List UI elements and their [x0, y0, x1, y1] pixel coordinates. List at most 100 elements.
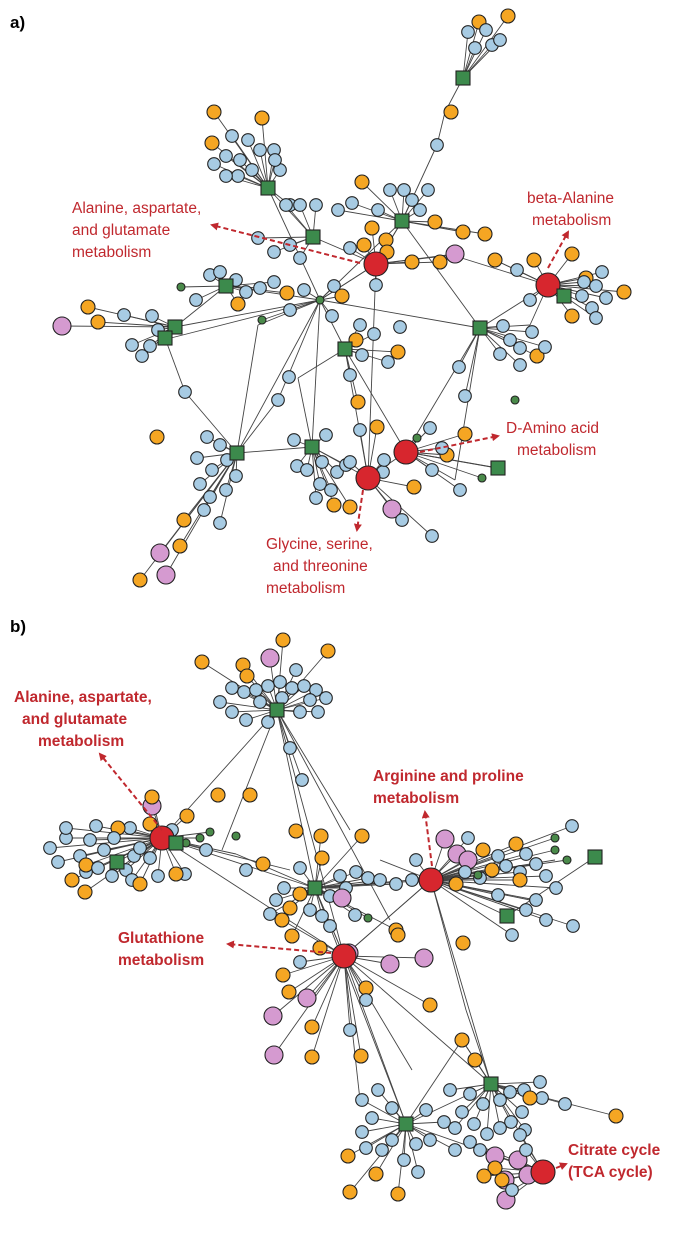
gene-node — [323, 919, 337, 933]
gene-node — [523, 293, 537, 307]
disease-node — [264, 1045, 284, 1065]
metabolite-node — [132, 572, 148, 588]
gene-node — [525, 325, 539, 339]
gene-node — [519, 903, 533, 917]
gene-node — [549, 881, 563, 895]
gene-node — [267, 245, 281, 259]
gene-node — [43, 841, 57, 855]
annotation-b-citrate-line-2: (TCA cycle) — [568, 1164, 653, 1181]
gene-node — [289, 663, 303, 677]
metabolite-node — [390, 1186, 406, 1202]
disease-node — [414, 948, 434, 968]
metabolite-node — [454, 1032, 470, 1048]
metabolite-node — [512, 872, 528, 888]
network-edge — [401, 220, 481, 329]
gene-node — [577, 275, 591, 289]
gene-node — [510, 263, 524, 277]
network-edge — [49, 837, 163, 849]
annotation-arrow — [419, 433, 500, 453]
gene-node — [503, 333, 517, 347]
gene-node — [229, 469, 243, 483]
annotation-b-arginine-line-2: metabolism — [373, 790, 459, 807]
gene-node — [539, 913, 553, 927]
network-edge — [430, 879, 513, 936]
metabolite-node — [304, 1049, 320, 1065]
square-node — [394, 213, 410, 229]
gene-node — [493, 347, 507, 361]
network-edge — [267, 187, 314, 238]
metabolite-node — [487, 252, 503, 268]
gene-node — [513, 341, 527, 355]
gene-node — [219, 149, 233, 163]
metabolite-node — [255, 856, 271, 872]
metabolite-node — [194, 654, 210, 670]
network-edge — [343, 955, 413, 1071]
metabolite-node — [254, 110, 270, 126]
metabolite-node — [476, 1168, 492, 1184]
gene-node — [479, 23, 493, 37]
gene-node — [395, 513, 409, 527]
annotation-arrow — [555, 1162, 568, 1170]
metabolite-node — [508, 836, 524, 852]
gene-node — [225, 129, 239, 143]
network-edge — [174, 285, 227, 328]
gene-node — [293, 251, 307, 265]
metabolite-node — [340, 1148, 356, 1164]
metabolite-node — [77, 884, 93, 900]
gene-node — [287, 433, 301, 447]
gene-node — [405, 193, 419, 207]
metabolite-node — [334, 288, 350, 304]
gene-node — [97, 843, 111, 857]
network-edge — [161, 837, 345, 957]
gene-node — [476, 1097, 490, 1111]
small-node — [473, 870, 483, 880]
gene-node — [330, 465, 344, 479]
gene-node — [219, 169, 233, 183]
network-edge — [343, 879, 432, 957]
gene-node — [51, 855, 65, 869]
pathway-node — [418, 867, 444, 893]
gene-node — [237, 685, 251, 699]
gene-node — [589, 311, 603, 325]
annotation-a-alanine-line-1: Alanine, aspartate, — [72, 200, 201, 217]
gene-node — [519, 847, 533, 861]
gene-node — [359, 993, 373, 1007]
gene-node — [219, 483, 233, 497]
network-edge — [184, 391, 238, 454]
metabolite-node — [427, 214, 443, 230]
metabolite-node — [292, 886, 308, 902]
metabolite-node — [204, 135, 220, 151]
annotation-a-alanine-line-3: metabolism — [72, 244, 151, 261]
annotation-a-beta-alanine-line-1: beta-Alanine — [527, 190, 614, 207]
panel-b-label: b) — [10, 617, 26, 636]
gene-node — [315, 909, 329, 923]
network-edge — [367, 263, 377, 479]
square-node — [168, 835, 184, 851]
metabolite-node — [304, 1019, 320, 1035]
gene-node — [233, 153, 247, 167]
metabolite-node — [320, 643, 336, 659]
gene-node — [595, 265, 609, 279]
gene-node — [463, 1135, 477, 1149]
square-node — [587, 849, 603, 865]
gene-node — [107, 831, 121, 845]
gene-node — [245, 163, 259, 177]
square-node — [305, 229, 321, 245]
gene-node — [361, 871, 375, 885]
metabolite-node — [616, 284, 632, 300]
network-edge — [344, 348, 407, 453]
gene-node — [91, 861, 105, 875]
network-edge — [231, 135, 269, 189]
gene-node — [325, 309, 339, 323]
gene-node — [197, 503, 211, 517]
gene-node — [558, 1097, 572, 1111]
network-edge — [343, 955, 362, 1057]
gene-node — [253, 281, 267, 295]
metabolite-node — [356, 237, 372, 253]
network-edge — [405, 1039, 463, 1125]
gene-node — [59, 821, 73, 835]
network-edge — [486, 1083, 492, 1135]
gene-node — [393, 320, 407, 334]
gene-node — [343, 241, 357, 255]
gene-node — [565, 819, 579, 833]
